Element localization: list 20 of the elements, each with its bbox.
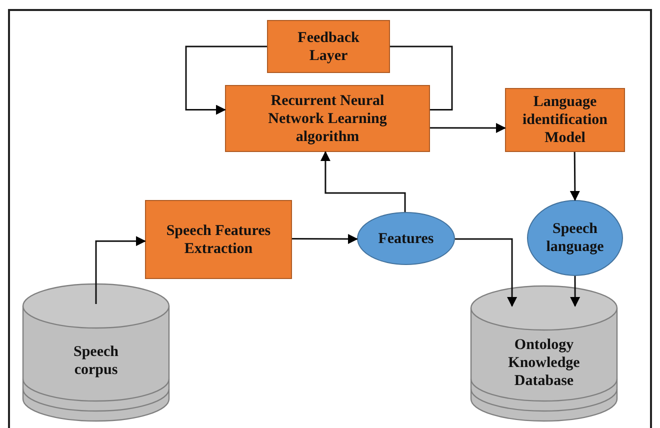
node-label: Recurrent Neural Network Learning algorithm	[267, 92, 388, 146]
node-label: Speech corpus	[72, 342, 120, 378]
arrow	[430, 122, 506, 133]
process-box	[145, 200, 292, 279]
node-label: Features	[378, 230, 434, 248]
process-box	[505, 88, 625, 152]
node-label: Speech Features Extraction	[166, 222, 271, 258]
node-label: Language identification Model	[522, 93, 608, 147]
arrow	[320, 151, 406, 212]
process-box	[225, 85, 430, 152]
arrow	[570, 152, 580, 201]
arrow	[292, 234, 358, 244]
node-label: Ontology Knowledge Database	[507, 336, 581, 390]
process-box	[267, 20, 390, 73]
arrow	[570, 276, 580, 307]
arrow	[455, 238, 518, 307]
node-label: Speech language	[545, 220, 605, 256]
node-label: Feedback Layer	[296, 28, 360, 64]
arrow	[185, 46, 267, 115]
arrow	[95, 236, 146, 304]
